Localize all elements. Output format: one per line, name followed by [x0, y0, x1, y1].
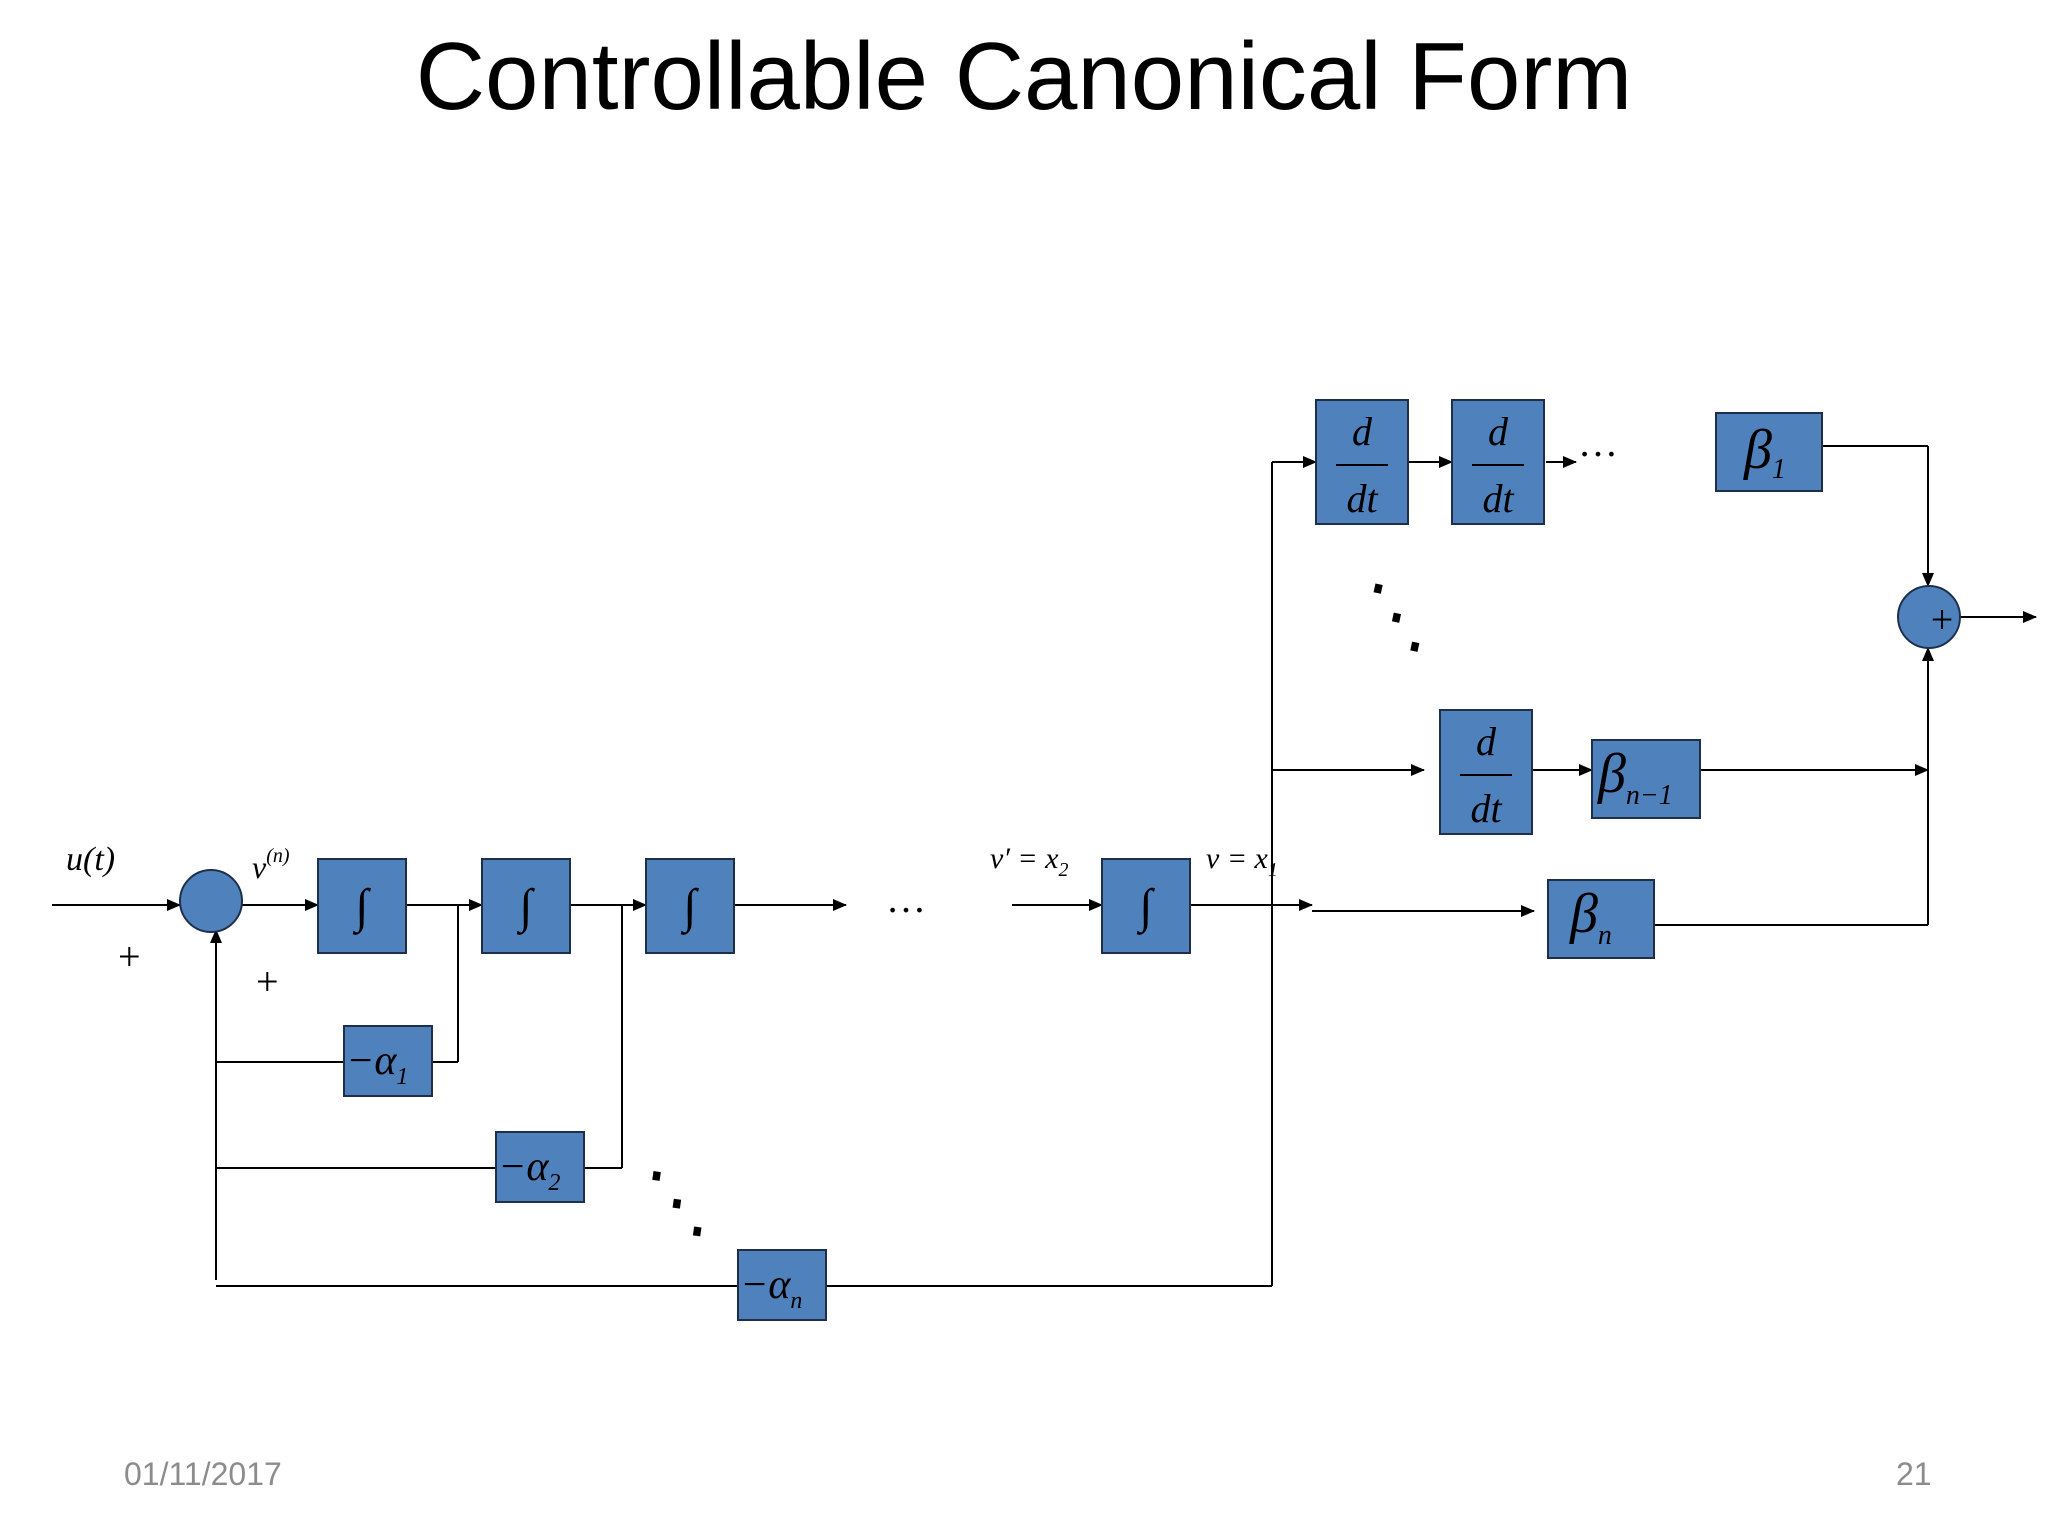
gain-beta-n: βn [1547, 879, 1655, 959]
vprime-x2-label: v′ = x2 [990, 842, 1068, 881]
feedback-branch-dots: ⋱ [636, 1157, 718, 1246]
derivative-block-3: d dt [1439, 709, 1533, 835]
integrator-1: ∫ [317, 858, 407, 954]
gain-beta-1: β1 [1715, 412, 1823, 492]
svg-text:d: d [1488, 409, 1509, 454]
slide-title: Controllable Canonical Form [415, 23, 1633, 130]
output-paths [1272, 445, 2037, 926]
svg-text:dt: dt [1346, 476, 1378, 521]
integrator-2: ∫ [481, 858, 571, 954]
forward-path [52, 899, 1535, 917]
svg-text:−α1: −α1 [346, 1038, 408, 1090]
feedback-sign-plus: + [256, 959, 279, 1004]
svg-text:∫: ∫ [1136, 880, 1155, 935]
integrator-last: ∫ [1101, 858, 1191, 954]
slide-date: 01/11/2017 [124, 1456, 282, 1492]
derivative-block-2: d dt [1451, 399, 1545, 525]
feedback-paths [210, 462, 1273, 1287]
gain-alpha-1: −α1 [343, 1025, 433, 1097]
svg-text:βn−1: βn−1 [1597, 743, 1673, 811]
input-summing-junction [179, 869, 243, 933]
svg-text:β1: β1 [1743, 419, 1786, 485]
input-signal-label: u(t) [66, 841, 115, 878]
gain-beta-n-minus-1: βn−1 [1591, 739, 1701, 819]
svg-text:−α2: −α2 [498, 1144, 560, 1196]
gain-alpha-n: −αn [737, 1249, 827, 1321]
output-summing-junction: + [1897, 585, 1961, 649]
svg-text:∫: ∫ [680, 880, 699, 935]
vn-signal-label: v(n) [252, 845, 290, 885]
svg-text:−αn: −αn [740, 1262, 802, 1314]
svg-text:+: + [1931, 597, 1954, 642]
forward-ellipsis: … [886, 876, 926, 921]
svg-text:∫: ∫ [516, 880, 535, 935]
v-x1-label: v = x1 [1206, 842, 1278, 881]
derivative-chain-ellipsis: … [1578, 420, 1618, 465]
svg-text:d: d [1476, 719, 1497, 764]
svg-text:d: d [1352, 409, 1373, 454]
slide-page-number: 21 [1896, 1456, 1932, 1492]
svg-text:dt: dt [1470, 786, 1502, 831]
output-branch-dots: ⋱ [1353, 569, 1440, 662]
derivative-block-1: d dt [1315, 399, 1409, 525]
svg-text:βn: βn [1569, 883, 1612, 951]
svg-text:dt: dt [1482, 476, 1514, 521]
integrator-3: ∫ [645, 858, 735, 954]
gain-alpha-2: −α2 [495, 1131, 585, 1203]
svg-text:∫: ∫ [352, 880, 371, 935]
input-sign-plus: + [118, 934, 141, 979]
